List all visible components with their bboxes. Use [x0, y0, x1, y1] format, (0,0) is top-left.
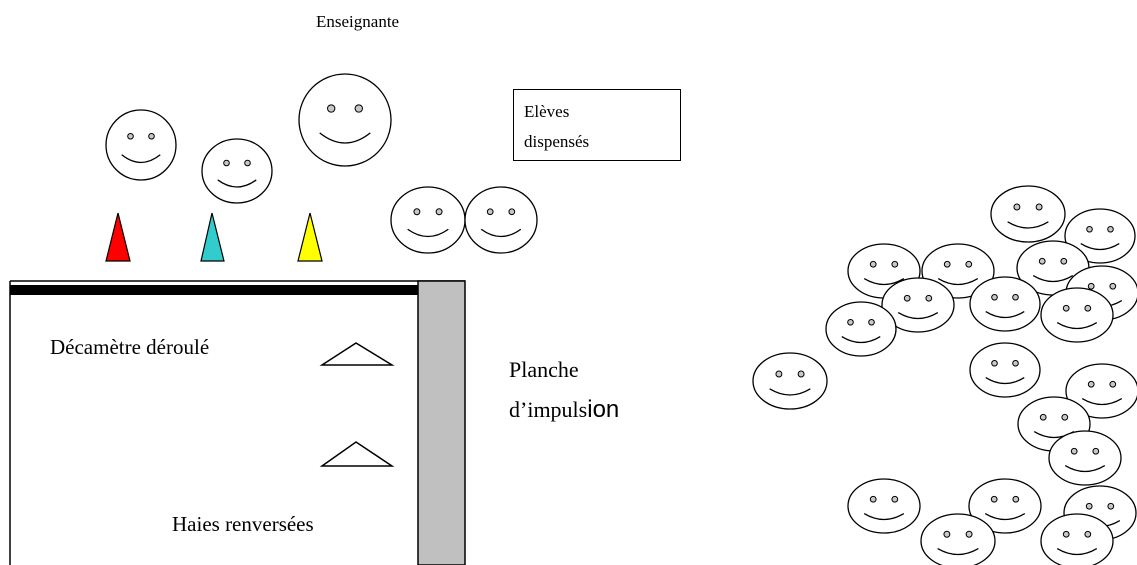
board-label-part1: d’impuls — [509, 397, 588, 422]
board-label-line1: Planche — [509, 357, 579, 382]
board-label-line2: d’impulsion — [509, 396, 619, 424]
smiley-face-icon — [298, 73, 392, 167]
smiley-face-icon — [752, 352, 828, 410]
start-line — [10, 285, 418, 295]
triangle-hurdle-icon — [319, 441, 395, 467]
smiley-face-icon — [968, 478, 1042, 534]
smiley-face-icon — [990, 185, 1066, 243]
cone-icon — [200, 212, 225, 262]
smiley-face-icon — [969, 342, 1041, 398]
smiley-face-icon — [1040, 287, 1114, 343]
students-group — [105, 73, 1137, 565]
smiley-face-icon — [464, 186, 538, 254]
exempt-students-box: Elèves dispensés — [513, 89, 681, 161]
cone-icon — [105, 212, 131, 262]
smiley-face-icon — [201, 138, 273, 204]
takeoff-board — [417, 280, 466, 565]
smiley-face-icon — [1065, 363, 1137, 419]
smiley-face-icon — [920, 513, 996, 565]
teacher-label: Enseignante — [316, 12, 400, 31]
exempt-label-line2: dispensés — [524, 132, 590, 151]
smiley-face-icon — [825, 301, 897, 357]
exempt-label-line1: Elèves — [524, 102, 570, 121]
cone-icon — [297, 212, 323, 262]
smiley-face-icon — [390, 186, 466, 254]
running-area — [9, 280, 465, 565]
board-label-part2: ion — [587, 396, 620, 423]
triangle-hurdle-icon — [319, 342, 395, 366]
smiley-face-icon — [1040, 513, 1114, 565]
smiley-face-icon — [881, 277, 955, 333]
smiley-face-icon — [1048, 430, 1122, 486]
decameter-label: Décamètre déroulé — [50, 335, 210, 359]
smiley-face-icon — [847, 478, 921, 534]
smiley-face-icon — [969, 276, 1041, 332]
hurdles-label: Haies renversées — [172, 512, 314, 536]
smiley-face-icon — [1064, 208, 1136, 264]
smiley-face-icon — [105, 109, 177, 181]
